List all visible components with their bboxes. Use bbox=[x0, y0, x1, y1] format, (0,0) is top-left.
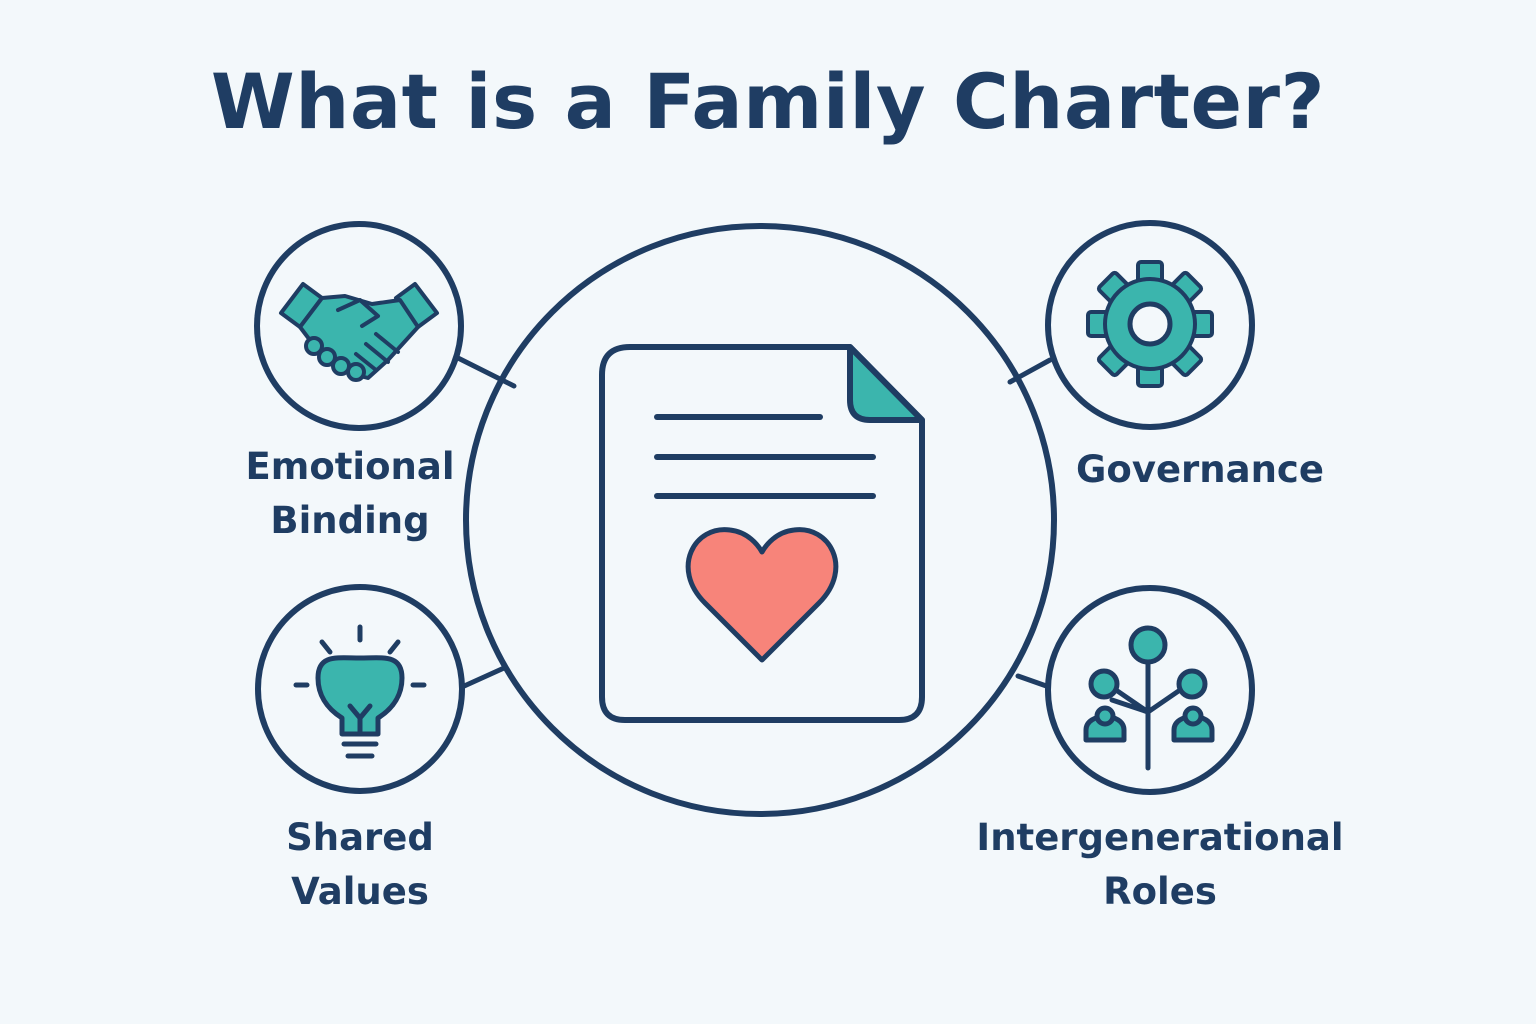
label-line: Values bbox=[291, 870, 429, 913]
connector-shared bbox=[459, 665, 507, 690]
node-governance bbox=[1045, 220, 1255, 430]
label-line: Binding bbox=[270, 499, 430, 542]
connector-emotional bbox=[455, 355, 517, 389]
label-governance: Governance bbox=[1040, 443, 1360, 497]
heart-icon bbox=[685, 527, 839, 663]
label-line: Governance bbox=[1076, 448, 1324, 491]
family-tree-icon bbox=[1083, 625, 1215, 771]
label-line: Emotional bbox=[245, 445, 455, 488]
handshake-icon bbox=[279, 282, 439, 382]
page-title: What is a Family Charter? bbox=[210, 57, 1326, 146]
charter-document-heart-icon bbox=[599, 344, 925, 723]
node-shared-values bbox=[255, 584, 465, 794]
node-intergenerational-roles bbox=[1045, 585, 1255, 795]
label-line: Roles bbox=[1103, 870, 1217, 913]
label-shared-values: Shared Values bbox=[215, 811, 505, 919]
label-emotional-binding: Emotional Binding bbox=[205, 440, 495, 548]
node-emotional-binding bbox=[254, 221, 464, 431]
label-line: Shared bbox=[286, 816, 434, 859]
label-intergenerational-roles: Intergenerational Roles bbox=[955, 811, 1365, 919]
center-circle bbox=[463, 223, 1057, 817]
gear-icon bbox=[1086, 260, 1214, 388]
label-line: Intergenerational bbox=[976, 816, 1344, 859]
lightbulb-icon bbox=[293, 624, 427, 759]
